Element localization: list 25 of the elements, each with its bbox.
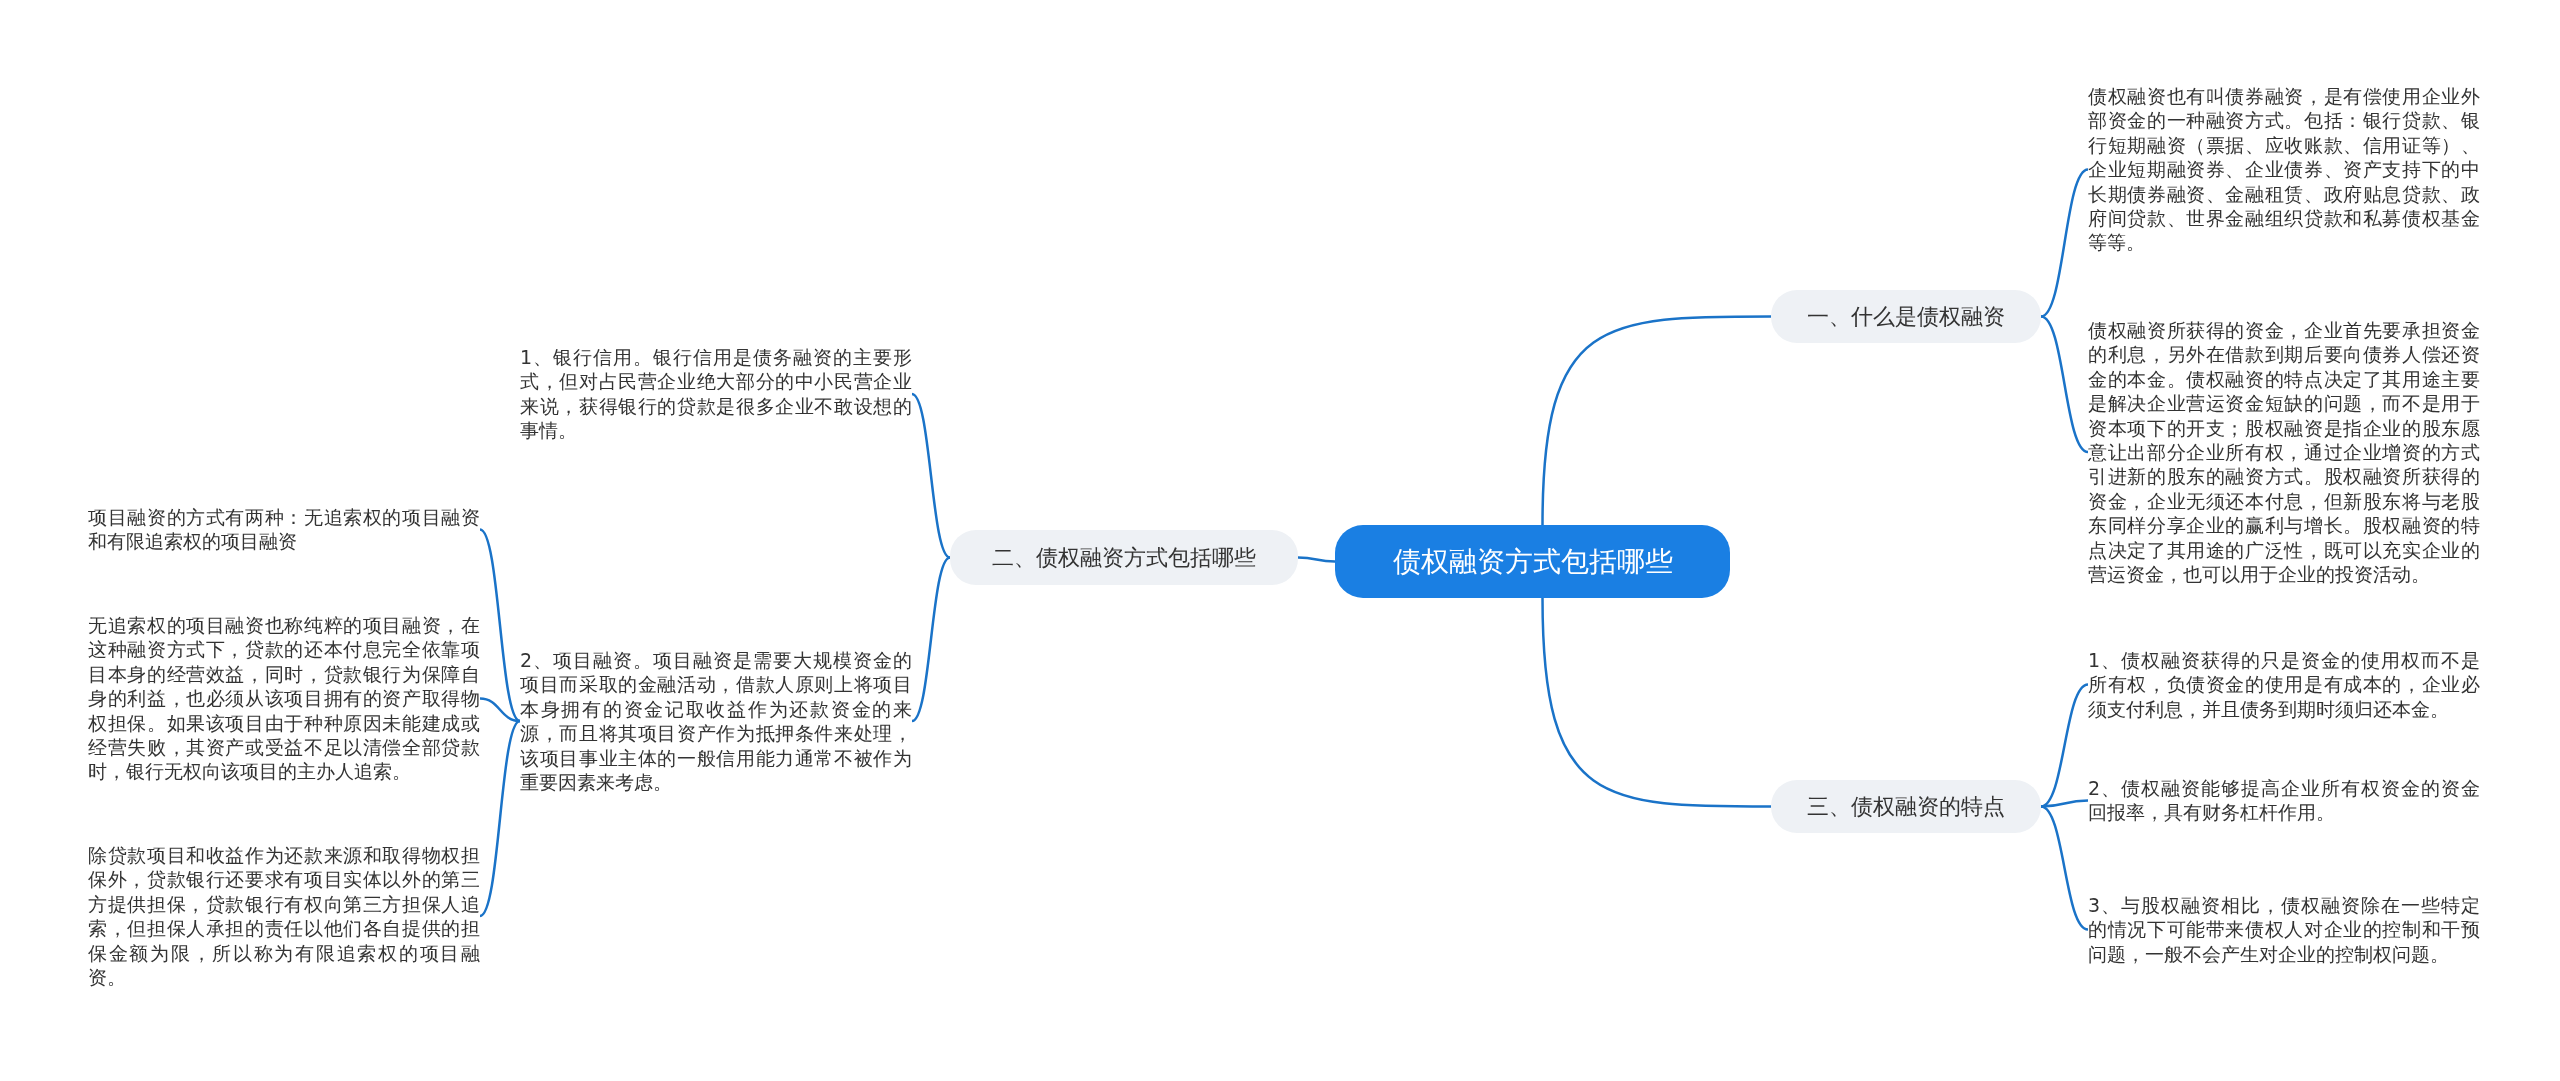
connector-line <box>2040 168 2089 318</box>
topic-pill: 债权融资方式包括哪些 <box>1335 525 1730 598</box>
connector-line <box>1541 315 1771 526</box>
connector-line <box>479 528 521 722</box>
branch-pill: 二、债权融资方式包括哪些 <box>950 530 1298 585</box>
connector-line <box>1297 556 1336 563</box>
connector-line <box>2040 805 2089 931</box>
note-text: 1、银行信用。银行信用是债务融资的主要形式，但对占民营企业绝大部分的中小民营企业来说，获得银行的贷款是很多企业不敢设想的事情。 <box>520 345 912 443</box>
note-text: 1、债权融资获得的只是资金的使用权而不是所有权，负债资金的使用是有成本的，企业必须支付利息，并且债务到期时须归还本金。 <box>2088 648 2480 722</box>
branch-pill: 一、什么是债权融资 <box>1771 290 2041 343</box>
note-text: 3、与股权融资相比，债权融资除在一些特定的情况下可能带来债权人对企业的控制和干预问题，一般不会产生对企业的控制权问题。 <box>2088 893 2480 967</box>
connector-line <box>479 720 521 917</box>
note-text: 项目融资的方式有两种：无追索权的项目融资和有限追索权的项目融资 <box>88 505 480 554</box>
note-text: 无追索权的项目融资也称纯粹的项目融资，在这种融资方式下，贷款的还本付息完全依靠项目本身的经营效益，同时，贷款银行为保障自身的利益，也必须从该项目拥有的资产取得物权担保。如果该项目由于种种原因未能建成或经营失败，其资产或受益不足以清偿全部贷款时，银行无权向该项目的主办人追索。 <box>88 613 480 784</box>
note-text: 除贷款项目和收益作为还款来源和取得物权担保外，贷款银行还要求有项目实体以外的第三方提供担保，贷款银行有权向第三方担保人追索，但担保人承担的责任以他们各自提供的担保金额为限，所以称为有限追索权的项目融资。 <box>88 843 480 990</box>
note-text: 债权融资所获得的资金，企业首先要承担资金的利息，另外在借款到期后要向债券人偿还资金的本金。债权融资的特点决定了其用途主要是解决企业营运资金短缺的问题，而不是用于资本项下的开支；股权融资是指企业的股东愿意让出部分企业所有权，通过企业增资的方式引进新的股东的融资方式。股权融资所获得的资金，企业无须还本付息，但新股东将与老股东同样分享企业的赢利与增长。股权融资的特点决定了其用途的广泛性，既可以充实企业的营运资金，也可以用于企业的投资活动。 <box>2088 318 2480 587</box>
connector-line <box>911 393 951 559</box>
note-text: 2、项目融资。项目融资是需要大规模资金的项目而采取的金融活动，借款人原则上将项目本身拥有的资金记取收益作为还款资金的来源，而且将其项目资产作为抵押条件来处理，该项目事业主体的一般信用能力通常不被作为重要因素来考虑。 <box>520 648 912 795</box>
branch-pill: 三、债权融资的特点 <box>1771 780 2041 833</box>
note-text: 债权融资也有叫债券融资，是有偿使用企业外部资金的一种融资方式。包括：银行贷款、银行短期融资（票据、应收账款、信用证等）、企业短期融资券、企业债券、资产支持下的中长期债券融资、金融租赁、政府贴息贷款、政府间贷款、世界金融组织贷款和私募债权基金等等。 <box>2088 84 2480 255</box>
connector-line <box>911 556 951 722</box>
connector-line <box>479 697 521 723</box>
note-text: 2、债权融资能够提高企业所有权资金的资金回报率，具有财务杠杆作用。 <box>2088 776 2480 825</box>
connector-line <box>2040 315 2089 454</box>
connector-line <box>1541 597 1771 808</box>
